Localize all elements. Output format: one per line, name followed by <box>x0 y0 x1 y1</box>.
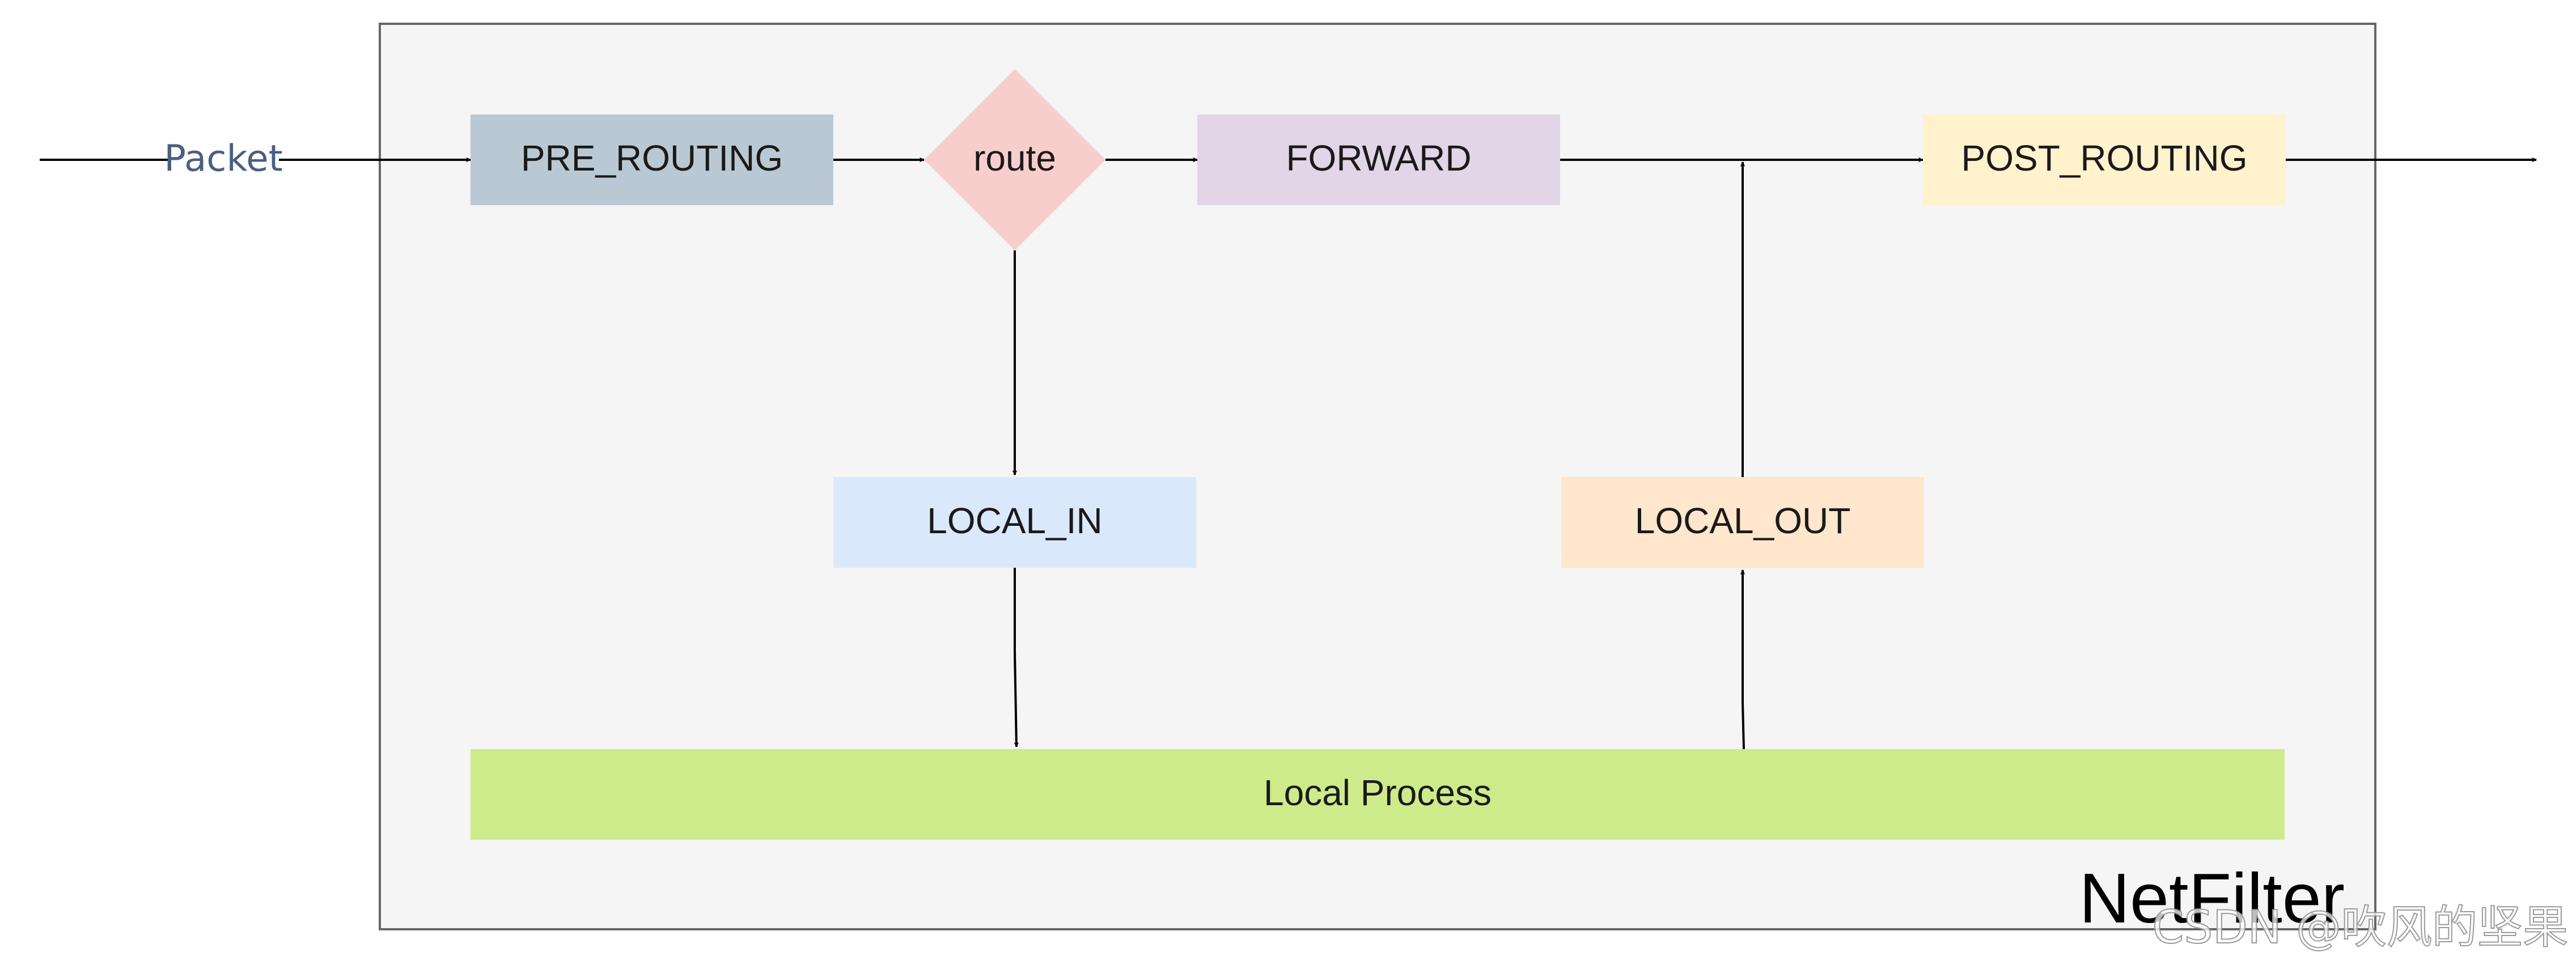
node-post-routing-label: POST_ROUTING <box>1961 138 2248 178</box>
node-post-routing-box <box>1923 114 2286 205</box>
netfilter-frame-title: NetFilter <box>2079 860 2345 938</box>
node-forward-label: FORWARD <box>1286 138 1471 178</box>
node-local-out: LOCAL_OUT <box>1561 477 1924 568</box>
edge-local-in-to-local-process <box>1014 568 1019 747</box>
node-forward: FORWARD <box>1197 114 1560 205</box>
packet-label: Packet <box>164 138 282 180</box>
node-route-diamond <box>924 69 1105 250</box>
packet-label-bg <box>168 138 279 181</box>
node-route: route <box>924 69 1105 250</box>
node-pre-routing: PRE_ROUTING <box>471 114 833 205</box>
node-route-label: route <box>973 138 1056 178</box>
csdn-watermark: CSDN @吹风的坚果 <box>2152 901 2568 954</box>
node-local-in-label: LOCAL_IN <box>927 500 1102 541</box>
node-local-in: LOCAL_IN <box>833 477 1196 568</box>
edges <box>40 157 2537 750</box>
node-pre-routing-box <box>471 114 833 205</box>
node-local-out-box <box>1561 477 1924 568</box>
node-local-process-box <box>471 749 2285 840</box>
edge-local-process-to-local-out <box>1740 569 1745 750</box>
node-local-process: Local Process <box>471 749 2285 840</box>
node-local-out-label: LOCAL_OUT <box>1635 500 1851 541</box>
node-post-routing: POST_ROUTING <box>1923 114 2286 205</box>
node-forward-box <box>1197 114 1560 205</box>
node-pre-routing-label: PRE_ROUTING <box>521 138 783 178</box>
node-local-in-box <box>833 477 1196 568</box>
node-local-process-label: Local Process <box>1264 772 1492 813</box>
